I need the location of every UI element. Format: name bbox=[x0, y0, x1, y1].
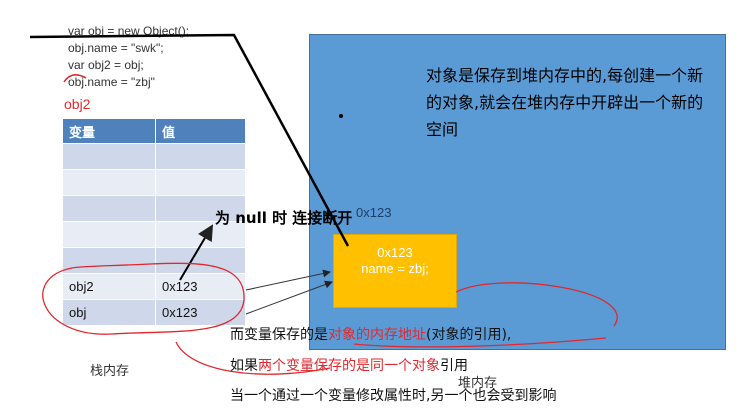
red-loop-tail bbox=[175, 341, 331, 375]
table-header-row: 变量 值 bbox=[62, 118, 246, 144]
object-address-label: 0x123 bbox=[356, 205, 392, 220]
object-address: 0x123 bbox=[377, 245, 413, 260]
header-variable: 变量 bbox=[62, 118, 156, 144]
strike-line bbox=[29, 33, 350, 247]
explanation-line-2-pre: 如果 bbox=[230, 358, 258, 374]
red-scribble-mark bbox=[63, 74, 87, 83]
explanation-line-2-red: 两个变量保存的是同一个对象 bbox=[258, 358, 440, 374]
code-line-3: var obj2 = obj; bbox=[68, 58, 144, 72]
code-line-4: obj.name = "zbj" bbox=[68, 75, 155, 89]
red-loop-rows bbox=[42, 262, 245, 335]
stack-memory-caption: 栈内存 bbox=[90, 364, 130, 379]
cell-var bbox=[62, 221, 156, 248]
explanation-line-2-post: 引用 bbox=[440, 358, 468, 374]
header-value: 值 bbox=[155, 118, 246, 144]
red-curve-right bbox=[455, 282, 618, 327]
object-property: name = zbj; bbox=[361, 261, 429, 276]
cell-val bbox=[155, 195, 246, 222]
explanation-line-2: 如果两个变量保存的是同一个对象引用 bbox=[230, 355, 468, 375]
cell-var bbox=[62, 195, 156, 222]
heap-note: 对象是保存到堆内存中的,每创建一个新的对象,就会在堆内存中开辟出一个新的空间 bbox=[426, 66, 704, 139]
reference-arrow-obj2 bbox=[245, 269, 331, 291]
heap-object-box: 0x123 name = zbj; bbox=[333, 234, 457, 308]
null-arrow bbox=[179, 224, 214, 281]
cell-val bbox=[155, 143, 246, 170]
cell-val-obj2: 0x123 bbox=[155, 273, 246, 300]
explanation-line-1-red: 对象的内存地址 bbox=[328, 327, 426, 343]
code-line-2: obj.name = "swk"; bbox=[68, 41, 164, 55]
explanation-line-1: 而变量保存的是对象的内存地址(对象的引用), bbox=[230, 324, 511, 344]
explanation-line-3: 当一个通过一个变量修改属性时,另一个也会受到影响 bbox=[230, 388, 557, 404]
table-row bbox=[62, 195, 246, 222]
table-row bbox=[62, 247, 246, 274]
null-disconnect-note: 为 null 时 连接断开 bbox=[215, 209, 353, 227]
cell-val bbox=[155, 247, 246, 274]
heap-dot bbox=[339, 114, 343, 118]
heap-memory-area bbox=[309, 34, 726, 350]
explanation-line-1-pre: 而变量保存的是 bbox=[230, 327, 328, 343]
reference-arrow-obj bbox=[245, 280, 333, 315]
cell-var-obj: obj bbox=[62, 299, 156, 326]
cell-val-obj: 0x123 bbox=[155, 299, 246, 326]
explanation-line-1-post: (对象的引用), bbox=[426, 327, 512, 343]
handwritten-obj2-label: obj2 bbox=[64, 96, 91, 112]
red-underline bbox=[353, 337, 607, 348]
heap-memory-caption: 堆内存 bbox=[458, 376, 498, 391]
